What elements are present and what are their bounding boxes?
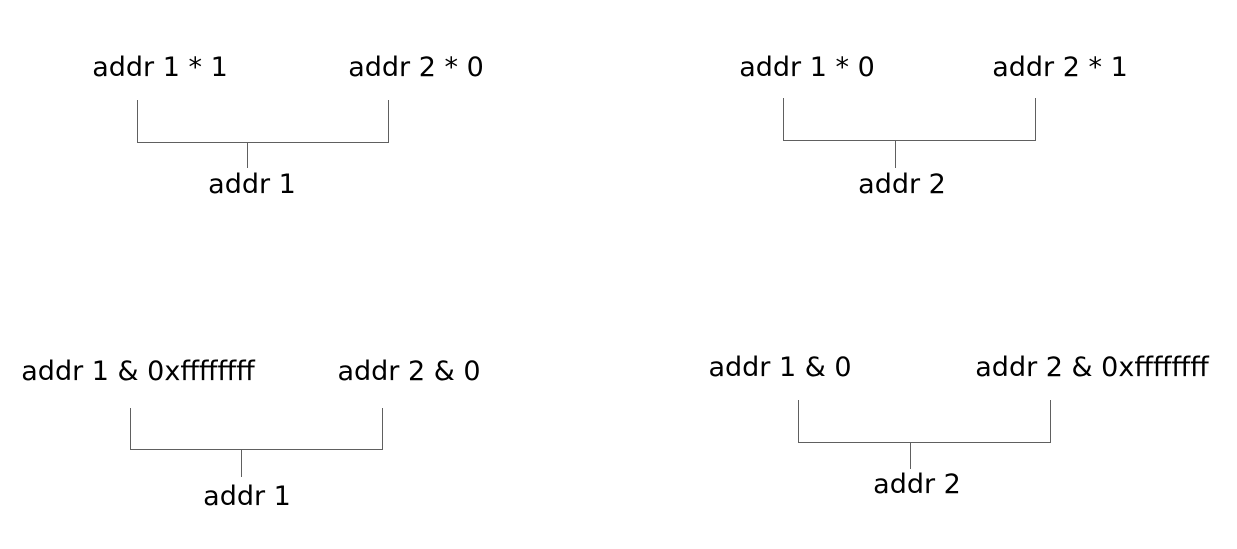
bracket-bottom-line bbox=[130, 449, 383, 450]
bracket-bottom-line bbox=[798, 442, 1051, 443]
result-label: addr 2 bbox=[858, 169, 946, 200]
bracket-bottom-line bbox=[783, 140, 1036, 141]
bracket-left-line bbox=[783, 98, 784, 140]
expression-left: addr 1 * 0 bbox=[739, 52, 875, 83]
expression-right: addr 2 & 0 bbox=[337, 356, 481, 387]
bracket-stem-line bbox=[241, 449, 242, 477]
bracket-stem-line bbox=[910, 442, 911, 469]
bracket-right-line bbox=[382, 408, 383, 449]
bracket-left-line bbox=[137, 100, 138, 142]
bracket-left-line bbox=[130, 408, 131, 449]
bracket-stem-line bbox=[895, 140, 896, 168]
expression-left: addr 1 * 1 bbox=[92, 52, 228, 83]
bracket-stem-line bbox=[247, 142, 248, 168]
result-label: addr 1 bbox=[203, 481, 291, 512]
result-label: addr 1 bbox=[208, 169, 296, 200]
expression-right: addr 2 & 0xffffffff bbox=[975, 352, 1209, 383]
expression-left: addr 1 & 0 bbox=[708, 352, 852, 383]
expression-right: addr 2 * 0 bbox=[348, 52, 484, 83]
result-label: addr 2 bbox=[873, 469, 961, 500]
expression-left: addr 1 & 0xffffffff bbox=[21, 356, 255, 387]
bracket-bottom-line bbox=[137, 142, 389, 143]
bracket-right-line bbox=[1050, 400, 1051, 442]
bracket-right-line bbox=[1035, 98, 1036, 140]
expression-right: addr 2 * 1 bbox=[992, 52, 1128, 83]
bracket-right-line bbox=[388, 100, 389, 142]
bracket-left-line bbox=[798, 400, 799, 442]
